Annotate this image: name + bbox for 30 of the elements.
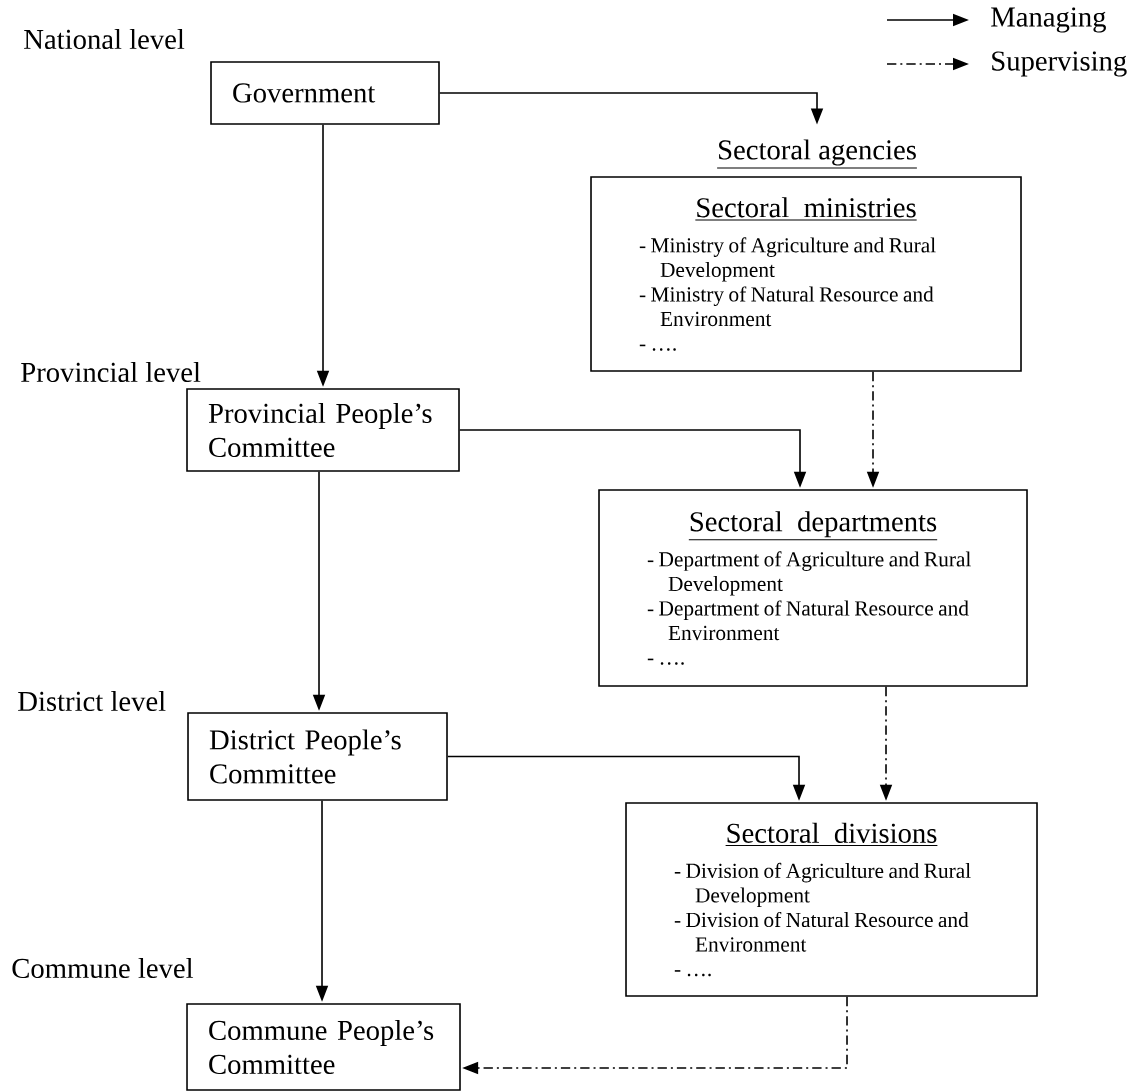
org-box (187, 712, 448, 801)
legend-label: Managing (991, 7, 1106, 33)
list-item: - Division of Agriculture and Rural Development (674, 862, 971, 907)
level-label: National level (24, 28, 185, 50)
list-item: - Department of Agriculture and Rural Development (647, 551, 971, 596)
list-item: - Division of Natural Resource and Environment (674, 911, 969, 952)
list-item: - Department of Natural Resource and Environment (647, 600, 969, 641)
org-box (186, 1003, 461, 1091)
level-label: Provincial level (21, 361, 201, 383)
list-item: - Ministry of Agriculture and Rural Development (639, 237, 936, 282)
box-label: District People’s Committee (209, 729, 401, 784)
box-heading: Sectoral ministries (694, 197, 918, 221)
level-label: Commune level (12, 957, 194, 979)
list-item: - …. (647, 658, 684, 665)
box-label: Government (233, 83, 376, 103)
box-label: Commune People’s Committee (209, 1019, 434, 1075)
box-heading: Sectoral divisions (725, 822, 938, 846)
list-item: - Ministry of Natural Resource and Environment (639, 286, 934, 327)
org-box (186, 388, 460, 472)
box-label: Provincial People’s Committee (208, 402, 432, 458)
org-box (598, 489, 1028, 687)
org-box (625, 802, 1038, 997)
org-box (590, 176, 1022, 372)
box-heading: Sectoral departments (688, 511, 938, 541)
group-heading: Sectoral agencies (716, 139, 918, 169)
list-item: - …. (639, 344, 676, 351)
list-item: - …. (674, 970, 711, 977)
org-box (210, 61, 440, 125)
level-label: District level (18, 690, 166, 712)
legend-label: Supervising (992, 51, 1127, 77)
